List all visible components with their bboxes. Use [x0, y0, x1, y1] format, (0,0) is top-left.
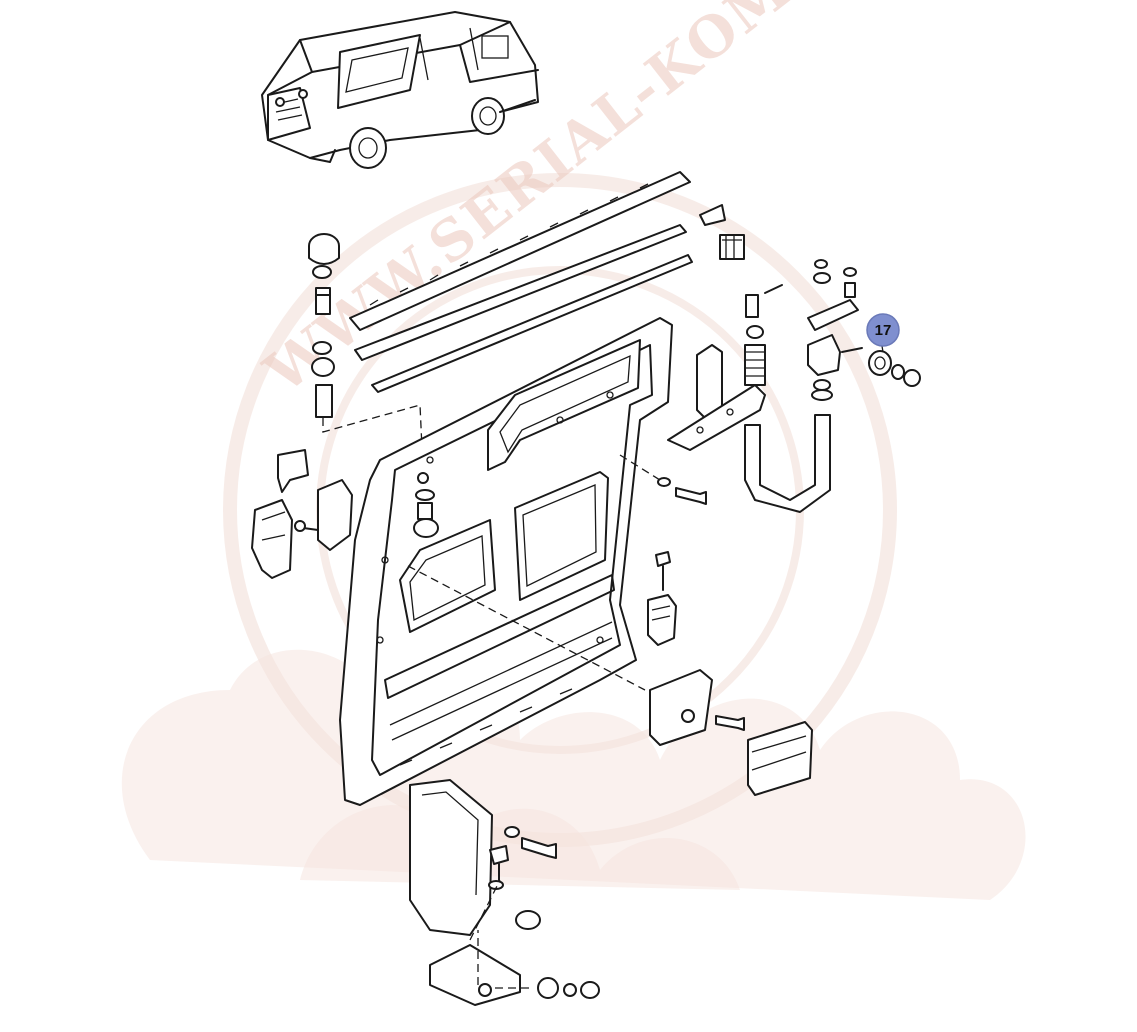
callout-number: 17: [875, 322, 892, 339]
van-illustration: [261, 11, 539, 169]
lower-bracket-assembly: [409, 779, 600, 1006]
assembly-guide-lines: [407, 454, 661, 989]
left-brackets: [251, 449, 353, 579]
center-hardware-stack: [413, 472, 439, 538]
right-upper-hardware: [667, 204, 783, 451]
bolts: [647, 477, 813, 796]
left-hardware-stack: [308, 233, 424, 471]
part-callout-17[interactable]: 17: [866, 313, 900, 353]
roller-arm-assembly: [744, 259, 921, 513]
sliding-door-panel: [339, 317, 673, 806]
door-seal-strips: [349, 171, 693, 393]
